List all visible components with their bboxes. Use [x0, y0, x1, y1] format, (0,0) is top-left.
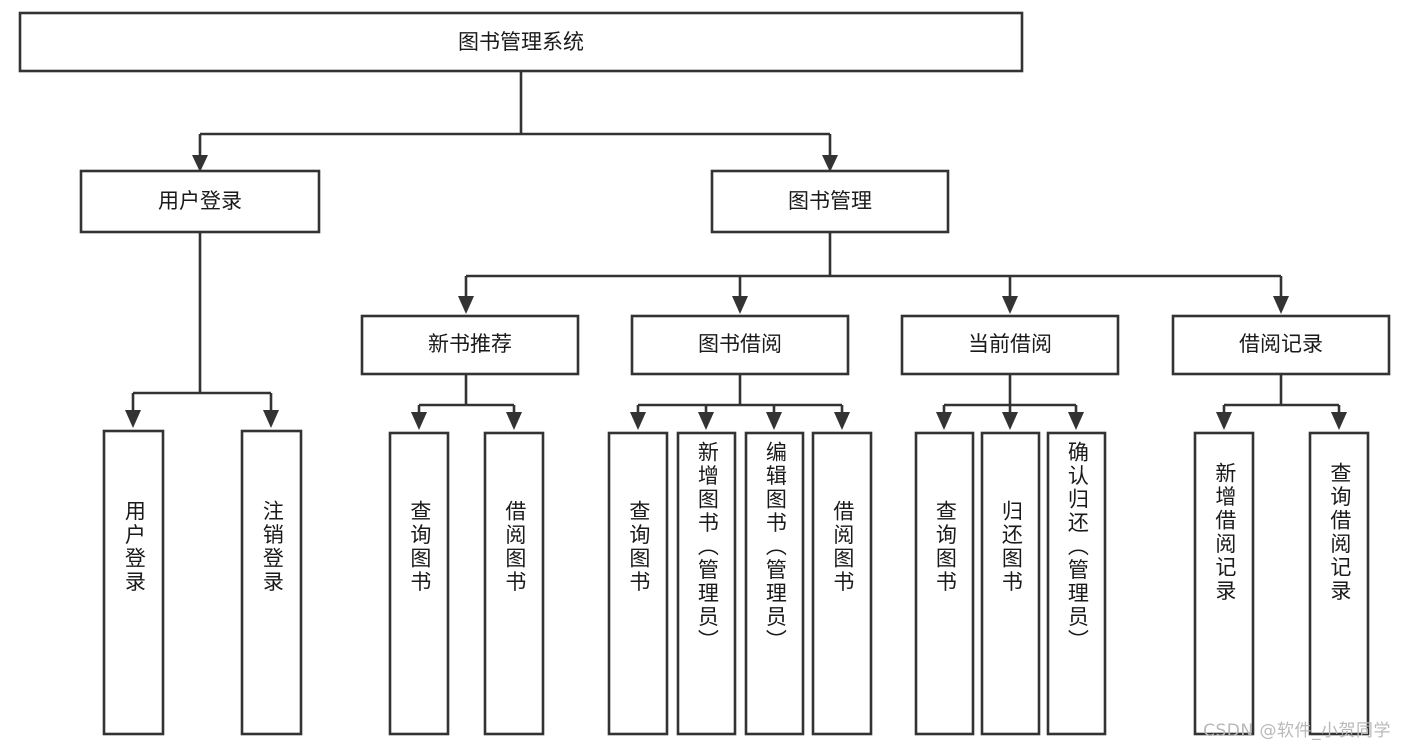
arrowhead-user-login-leaf-0 — [125, 410, 141, 428]
arrowhead-borrowrecord — [1273, 296, 1289, 314]
leaf-box-book-borrow-2[interactable] — [744, 431, 805, 736]
leaf-box-new-book-0[interactable] — [388, 431, 450, 736]
leaf-box-user-login-1[interactable] — [240, 429, 303, 736]
node-current-borrow[interactable]: 当前借阅 — [900, 314, 1120, 376]
node-book-mgmt-label: 图书管理 — [788, 189, 872, 213]
node-new-book-label: 新书推荐 — [428, 332, 512, 356]
arrowhead-newbook-leaf-1 — [506, 412, 522, 430]
node-book-mgmt[interactable]: 图书管理 — [710, 169, 950, 234]
arrowhead-borrowrecord-leaf-0 — [1216, 412, 1232, 430]
leaf-box-book-borrow-0[interactable] — [607, 431, 669, 736]
node-user-login-box[interactable] — [79, 169, 321, 234]
arrowhead-bookborrow-leaf-2 — [766, 412, 782, 430]
leaf-box-current-borrow-2[interactable] — [1046, 431, 1107, 736]
node-new-book[interactable]: 新书推荐 — [360, 314, 580, 376]
arrowhead-newbook — [458, 296, 474, 314]
leaf-box-user-login-0[interactable] — [102, 429, 165, 736]
arrowhead-currentborrow-leaf-0 — [936, 412, 952, 430]
node-user-login-label: 用户登录 — [158, 189, 242, 213]
node-book-mgmt-box[interactable] — [710, 169, 950, 234]
node-book-borrow[interactable]: 图书借阅 — [630, 314, 850, 376]
node-root-box[interactable] — [18, 11, 1024, 73]
arrowhead-bookborrow-leaf-1 — [698, 412, 714, 430]
node-borrow-record-box[interactable] — [1171, 314, 1391, 376]
arrowhead-bookborrow-leaf-0 — [630, 412, 646, 430]
arrowhead-user-login — [192, 155, 208, 172]
arrowhead-bookborrow-leaf-3 — [834, 412, 850, 430]
node-current-borrow-box[interactable] — [900, 314, 1120, 376]
node-new-book-box[interactable] — [360, 314, 580, 376]
leaf-box-current-borrow-0[interactable] — [914, 431, 975, 736]
arrowhead-user-login-leaf-1 — [263, 410, 279, 428]
arrowhead-currentborrow-leaf-1 — [1002, 412, 1018, 430]
leaf-box-book-borrow-3[interactable] — [811, 431, 873, 736]
node-book-borrow-label: 图书借阅 — [698, 332, 782, 356]
node-user-login[interactable]: 用户登录 — [79, 169, 321, 234]
leaf-box-current-borrow-1[interactable] — [980, 431, 1041, 736]
arrowhead-newbook-leaf-0 — [411, 412, 427, 430]
node-root-label: 图书管理系统 — [458, 30, 584, 54]
leaf-box-borrow-record-1[interactable] — [1308, 431, 1370, 736]
node-root[interactable]: 图书管理系统 — [18, 11, 1024, 73]
leaf-box-book-borrow-1[interactable] — [676, 431, 737, 736]
node-borrow-record-label: 借阅记录 — [1239, 332, 1323, 356]
leaf-box-borrow-record-0[interactable] — [1193, 431, 1255, 736]
leaf-box-new-book-1[interactable] — [483, 431, 545, 736]
arrowhead-bookborrow — [732, 296, 748, 314]
arrowhead-currentborrow — [1002, 296, 1018, 314]
node-book-borrow-box[interactable] — [630, 314, 850, 376]
arrowhead-currentborrow-leaf-2 — [1068, 412, 1084, 430]
node-borrow-record[interactable]: 借阅记录 — [1171, 314, 1391, 376]
arrowhead-book-mgmt — [822, 155, 838, 172]
arrowhead-borrowrecord-leaf-1 — [1331, 412, 1347, 430]
watermark-text: CSDN @软件_小贺同学 — [1203, 721, 1391, 741]
node-current-borrow-label: 当前借阅 — [968, 332, 1052, 356]
connector-group — [125, 72, 1347, 430]
